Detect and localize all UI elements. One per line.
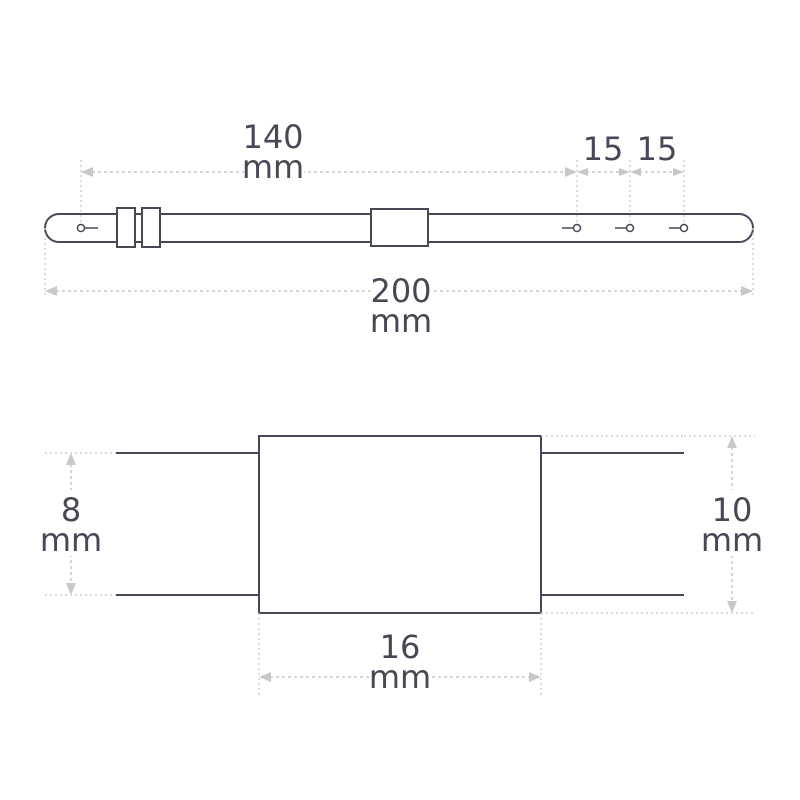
strap-top-view: 140 mm 15 15 200 mm [44,118,754,340]
dimension-hole-spacing-2: 15 [630,130,684,176]
label-16-value: 16 [380,628,421,666]
label-200-unit: mm [370,302,432,340]
label-10-unit: mm [701,521,763,559]
dimension-hole-spacing-1: 15 [577,130,630,176]
label-140-unit: mm [242,148,304,186]
label-15-second: 15 [637,130,678,168]
adjustment-hole-3 [679,223,689,233]
dimension-140mm: 140 mm [81,118,577,186]
buckle-loop-2 [141,207,161,248]
label-8-value: 8 [61,491,81,529]
keeper-detail-rect [258,435,542,614]
dimension-200mm: 200 mm [45,272,753,340]
label-10-value: 10 [712,491,753,529]
adjustment-holes [562,223,689,233]
label-16-unit: mm [369,658,431,696]
dimension-10mm: 10 mm [701,436,763,613]
keeper-detail-view: 8 mm 10 mm 16 mm [40,435,763,698]
dimension-8mm: 8 mm [40,453,102,595]
buckle-pin-hole [76,223,86,233]
adjustment-hole-2 [625,223,635,233]
adjustment-hole-1 [572,223,582,233]
arrow-left [81,167,93,177]
buckle-loop-1 [116,207,136,248]
dimension-16mm: 16 mm [259,626,541,696]
label-15-first: 15 [583,130,624,168]
arrow-right [565,167,577,177]
label-8-unit: mm [40,521,102,559]
label-140-value: 140 [242,118,303,156]
label-200-value: 200 [370,272,431,310]
strap-keeper [370,208,429,247]
